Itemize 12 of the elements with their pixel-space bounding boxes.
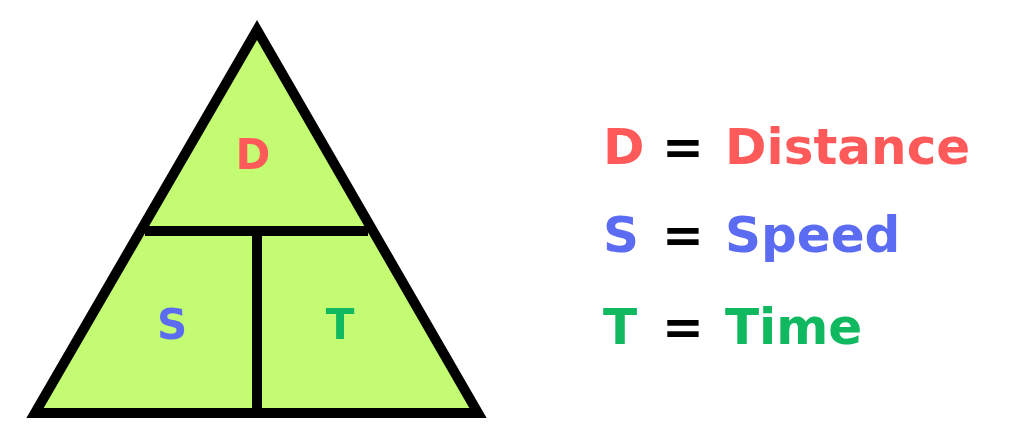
symbol-label: D <box>603 122 645 172</box>
quantity-label: Distance <box>725 122 971 172</box>
equals-sign: = <box>662 302 704 352</box>
quantity-label: Time <box>725 302 863 352</box>
section-letter: T <box>325 304 355 346</box>
section-letter: D <box>235 134 271 176</box>
quantity-label: Speed <box>725 210 901 260</box>
equals-sign: = <box>662 210 704 260</box>
symbol-label: S <box>603 210 639 260</box>
section-letter: S <box>156 304 188 346</box>
symbol-label: T <box>603 302 638 352</box>
equals-sign: = <box>662 122 704 172</box>
